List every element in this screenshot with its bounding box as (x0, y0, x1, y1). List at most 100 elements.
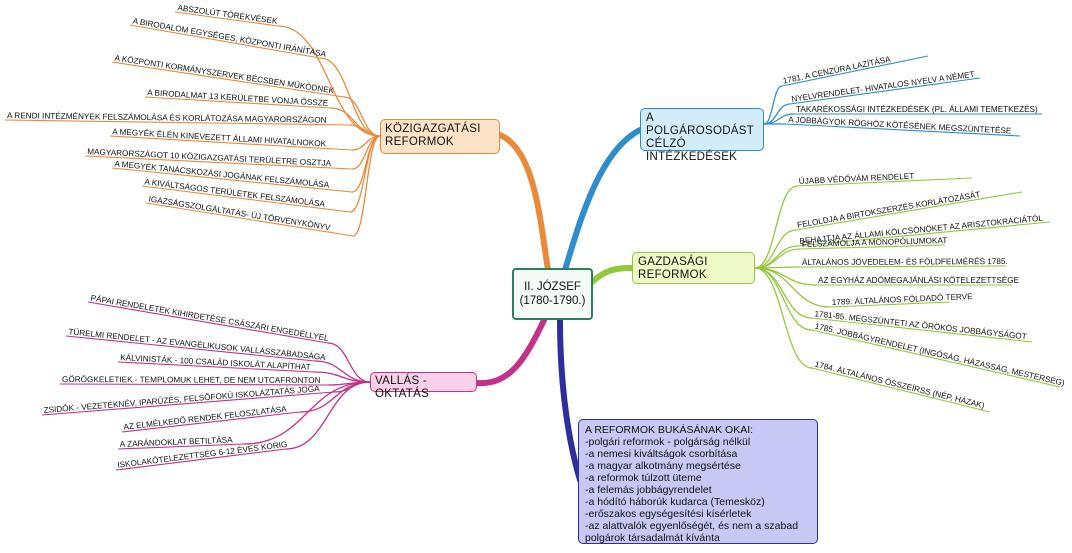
branch-religion-education[interactable]: VALLÁS - OKTATÁS (370, 372, 477, 400)
leaf-underline (145, 202, 354, 237)
failure-reason: -polgári reformok - polgárság nélkül (585, 436, 751, 448)
leaf-item[interactable]: A BIRODALMAT 13 KERÜLETBE VONJA ÖSSZE (144, 87, 381, 137)
leaf-connector (754, 185, 798, 269)
leaf-label: GÖRÖGKELETIEK - TEMPLOMUK LEHET, DE NEM … (62, 374, 321, 385)
leaf-underline (111, 167, 353, 193)
leaf-item[interactable]: A RENDI INTÉZMÉNYEK FELSZÁMOLÁSA ÉS KORL… (4, 110, 381, 137)
main-branch-religion (474, 315, 548, 387)
leaf-label: TAKARÉKOSSÁGI INTÉZKEDÉSEK (PL. ÁLLAMI T… (796, 104, 1038, 114)
leaf-underline (4, 119, 351, 126)
branch-title: VALLÁS - OKTATÁS (375, 375, 430, 400)
leaf-connector (754, 267, 813, 369)
leaf-connector (352, 135, 381, 237)
leaf-label: 1781. A CENZÚRA LAZÍTÁSA (782, 54, 892, 86)
main-branch-admin (497, 132, 551, 273)
main-branches (474, 127, 643, 483)
leaf-connector (349, 135, 381, 213)
branch-administrative-reforms[interactable]: KÖZIGAZGATÁSI REFORMOK (380, 119, 500, 154)
leaf-underline (144, 96, 331, 109)
leaf-connector (285, 381, 371, 450)
leaf-connector (313, 371, 371, 383)
leaf-label: AZ EGYHÁZ ADÓMEGAJÁNLÁSI KÖTELEZETTSÉGE (818, 275, 1020, 285)
leaf-label: 1789. ÁLTALÁNOS FÖLDADÓ TERVE (832, 291, 974, 307)
failure-reason: -erőszakos egységesítési kísérletek (585, 508, 752, 520)
leaf-underline (811, 317, 1033, 343)
branch-title-line: INTÉZKEDÉSEK (646, 151, 738, 163)
leaf-label: 1784. ÁLTALÁNOS ÖSSZEÍRSS (NÉP, HÁZAK) (814, 359, 986, 411)
branch-title-line: GAZDASÁGI (638, 256, 708, 268)
leaf-underline (65, 335, 316, 362)
branch-civic-measures[interactable]: A POLGÁROSODÁST CÉLZÓ INTÉZKEDÉSEK (640, 108, 764, 163)
leaf-underline (117, 361, 315, 373)
main-branch-failure (557, 317, 583, 483)
leaf-connector (329, 107, 381, 137)
leaf-item[interactable]: ÁLTALÁNOS JÖVEDELEM- ÉS FÖLDFELMÉRÉS 178… (754, 256, 1008, 269)
leaf-underline (781, 55, 929, 87)
leaf-connector (351, 135, 381, 193)
leaf-underline (121, 411, 301, 433)
leaf-connector (277, 25, 381, 137)
leaf-label: A BIRODALOM EGYSÉGES, KÖZPONTI IRÁNÍTÁSA (132, 15, 327, 58)
failure-reason: -a hódító háborúk kudarca (Temesköz) (585, 496, 765, 508)
failure-reason: -az alattvalók egyenlőségét, és nem a sz… (585, 520, 799, 532)
leaf-underline (141, 185, 351, 213)
leaf-underline (785, 123, 1021, 137)
branch-title-line: CÉLZÓ (646, 138, 686, 150)
reform-failure-reasons-box[interactable]: A REFORMOK BUKÁSÁNAK OKAI: -polgári refo… (578, 419, 818, 544)
leaf-underline (799, 244, 946, 250)
leaf-underline (41, 391, 335, 416)
failure-reason: polgárok társadalmát kívánta (585, 532, 720, 544)
branch-title-line: REFORMOK (385, 136, 454, 148)
leaf-item[interactable]: A ZARÁNDOKLAT BETILTÁSA (117, 381, 371, 450)
main-branch-economy (589, 265, 635, 285)
branch-title-line: REFORMOK (638, 269, 707, 281)
branch-economic-reforms[interactable]: GAZDASÁGI REFORMOK (632, 252, 755, 284)
leaf-connector (754, 229, 797, 269)
leaf-connector (763, 85, 783, 125)
leaf-item[interactable]: ZSIDÓK - VEZETÉKNÉV, IPARŰZÉS, FELSŐFOKÚ… (41, 381, 371, 416)
failure-reason: -a reformok túlzott üteme (585, 472, 702, 484)
leaf-item[interactable]: A MEGYÉK ÉLÉN KINEVEZETT ÁLLAMI HIVATALN… (109, 126, 381, 151)
failure-heading: A REFORMOK BUKÁSÁNAK OKAI: (585, 424, 754, 436)
leaf-label: ABSZOLÚT TÖREKVÉSEK (177, 2, 279, 26)
leaf-label: A RENDI INTÉZMÉNYEK FELSZÁMOLÁSA ÉS KORL… (7, 110, 327, 125)
leaf-item[interactable]: A JOBBÁGYOK RÖGHÖZ KÖTÉSÉNEK MEGSZÜNTETÉ… (764, 114, 1021, 137)
central-years: (1780-1790.) (519, 295, 586, 307)
branch-title-line: A POLGÁROSODÁST (646, 112, 755, 137)
leaf-underline (84, 155, 353, 170)
leaf-connector (319, 57, 381, 137)
leaf-underline (796, 177, 973, 187)
failure-reason: -a felemás jobbágyrendelet (585, 484, 712, 496)
leaf-label: A ZARÁNDOKLAT BETILTÁSA (120, 434, 234, 448)
branch-title-line: KÖZIGAZGATÁSI (385, 123, 481, 135)
leaf-connector (243, 381, 371, 445)
leaf-item[interactable]: GÖRÖGKELETIEK - TEMPLOMUK LEHET, DE NEM … (59, 374, 371, 386)
central-title: II. JÓZSEF (524, 281, 581, 293)
leaf-underline (811, 329, 1061, 388)
leaf-item[interactable]: AZ EGYHÁZ ADÓMEGAJÁNLÁSI KÖTELEZETTSÉGE (754, 267, 1020, 286)
leaf-underline (111, 61, 345, 98)
leaf-label: A JOBBÁGYOK RÖGHÖZ KÖTÉSÉNEK MEGSZÜNTETÉ… (788, 114, 1012, 135)
failure-reason: -a magyar alkotmány megsértése (585, 460, 741, 472)
leaf-underline (799, 265, 1007, 268)
failure-reason: -a nemesi kiváltságok csorbítása (585, 448, 738, 460)
leaf-underline (87, 301, 329, 344)
leaf-underline (789, 77, 981, 105)
leaf-underline (115, 448, 287, 471)
leaf-label: A MEGYÉK ÉLÉN KINEVEZETT ÁLLAMI HIVATALN… (112, 126, 327, 148)
leaf-connector (327, 342, 371, 383)
leaf-underline (117, 443, 245, 450)
leaf-label: AZ ELMÉLKEDŐ RENDEK FELOSZLATÁSA (123, 403, 288, 431)
leaf-underline (174, 11, 279, 27)
leaf-underline (59, 383, 329, 386)
leaf-underline (811, 367, 991, 413)
leaf-underline (795, 191, 1023, 231)
leaf-connector (754, 267, 831, 308)
leaf-label: FELSZÁMOLJA A MONOPÓLIUMOKAT (802, 235, 948, 249)
main-branch-burgher (562, 127, 643, 273)
leaf-item[interactable]: ÚJABB VÉDŐVÁM RENDELET (754, 171, 973, 269)
central-topic[interactable]: II. JÓZSEF (1780-1790.) (512, 268, 593, 320)
leaf-underline (797, 221, 1051, 247)
